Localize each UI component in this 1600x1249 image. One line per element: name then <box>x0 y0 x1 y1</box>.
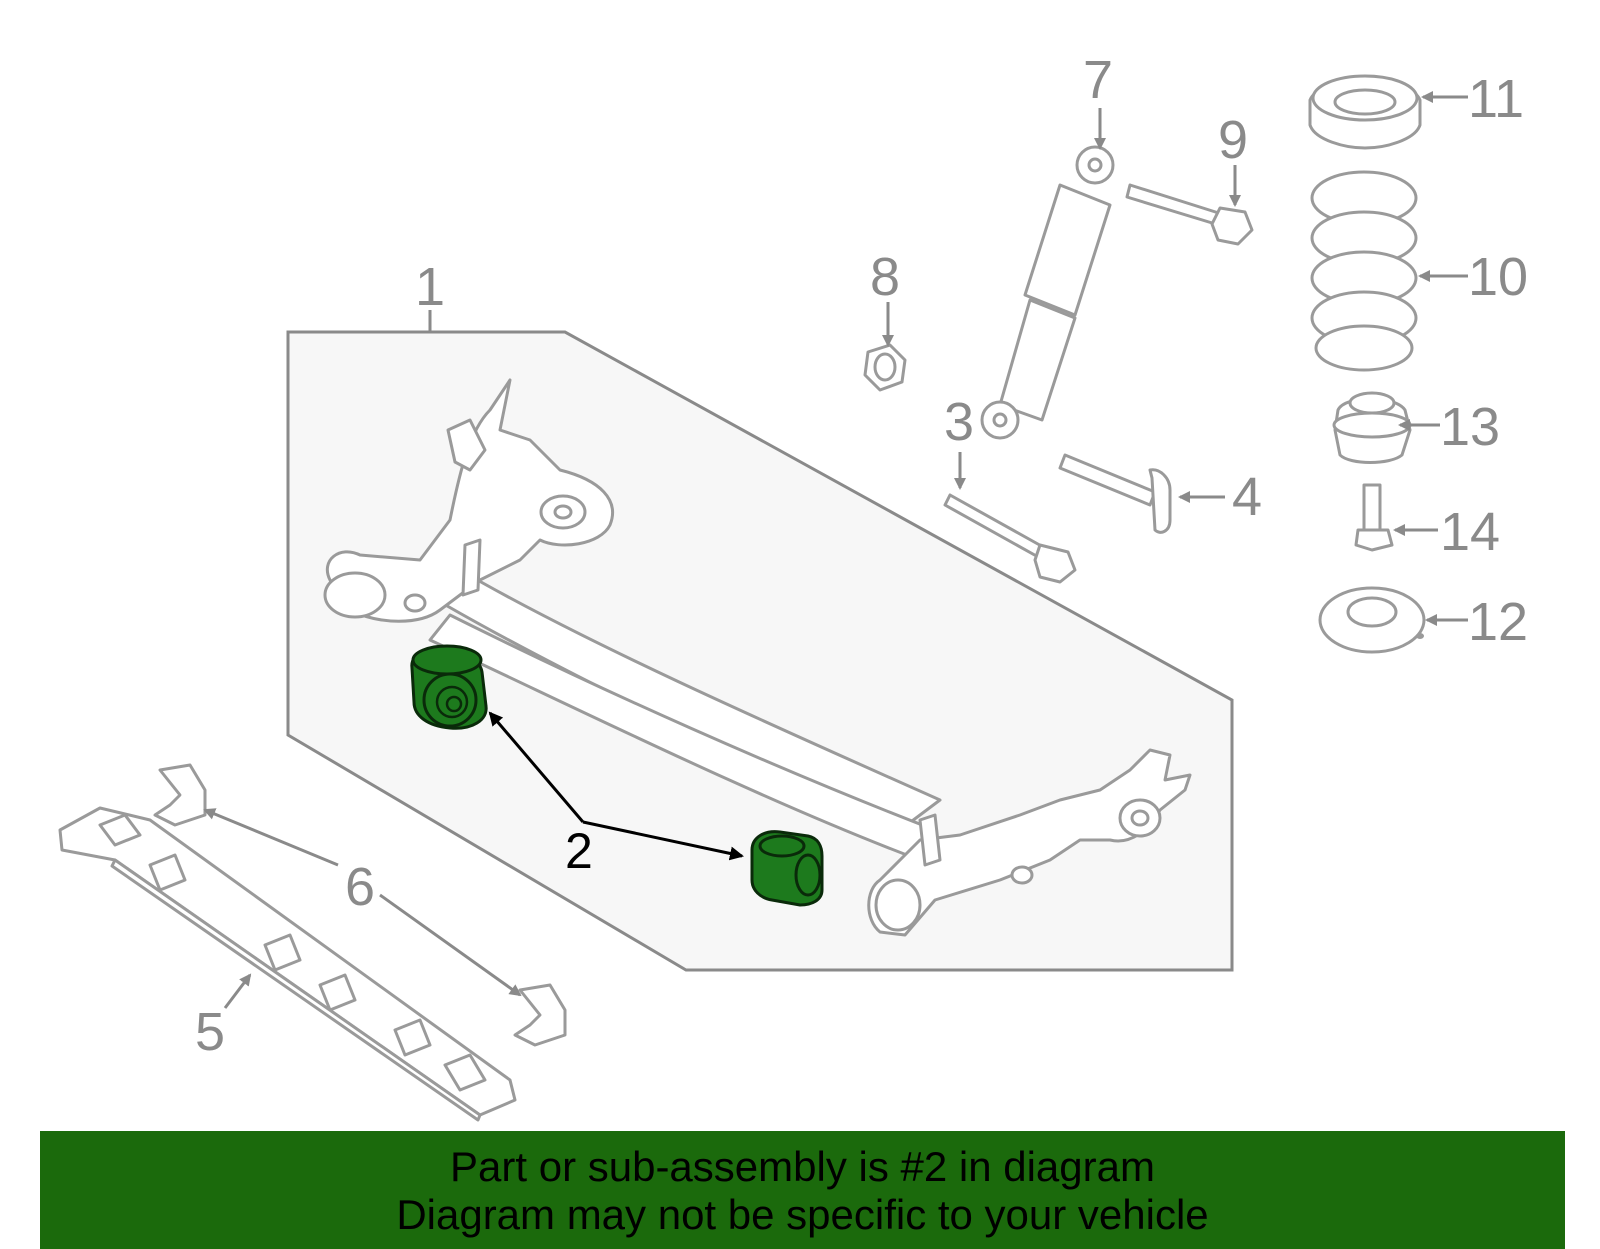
rear-axle-beam <box>323 378 1192 937</box>
callout-4-label: 4 <box>1232 467 1262 527</box>
callout-11-label: 11 <box>1468 69 1524 129</box>
callout-12-label: 12 <box>1468 592 1528 652</box>
part-12-washer <box>1318 586 1426 654</box>
info-banner: Part or sub-assembly is #2 in diagram Di… <box>40 1131 1565 1249</box>
callout-7-label: 7 <box>1083 50 1113 110</box>
part-6-brackets <box>153 763 567 1047</box>
part-9-bolt <box>1125 183 1254 246</box>
callout-13-label: 13 <box>1440 397 1500 457</box>
callout-2-label: 2 <box>565 823 593 879</box>
banner-line-2: Diagram may not be specific to your vehi… <box>396 1191 1209 1238</box>
callout-9-label: 9 <box>1218 110 1248 170</box>
part-7-shock <box>980 145 1115 440</box>
part-8-nut <box>863 343 907 392</box>
part-11-seat <box>1308 74 1422 150</box>
callout-1-label: 1 <box>415 257 445 317</box>
callout-6-label: 6 <box>345 857 375 917</box>
part-5-rail <box>58 806 517 1122</box>
part-14-bolt <box>1354 483 1394 552</box>
callout-2-leaders <box>488 711 744 861</box>
callout-14-label: 14 <box>1440 502 1500 562</box>
part-3-bolt <box>943 493 1077 584</box>
callout-5-label: 5 <box>195 1002 225 1062</box>
bushing-lower-highlighted <box>750 830 824 907</box>
banner-line-1: Part or sub-assembly is #2 in diagram <box>450 1143 1155 1190</box>
callout-3-label: 3 <box>944 392 974 452</box>
part-13-bumpstop <box>1332 391 1412 464</box>
part-4-pin <box>1058 453 1172 534</box>
callout-10-label: 10 <box>1468 247 1528 307</box>
bushing-upper-highlighted <box>410 644 488 730</box>
callout-8-label: 8 <box>870 247 900 307</box>
callout-leaders <box>203 91 1468 1009</box>
part-10-spring <box>1310 170 1418 372</box>
